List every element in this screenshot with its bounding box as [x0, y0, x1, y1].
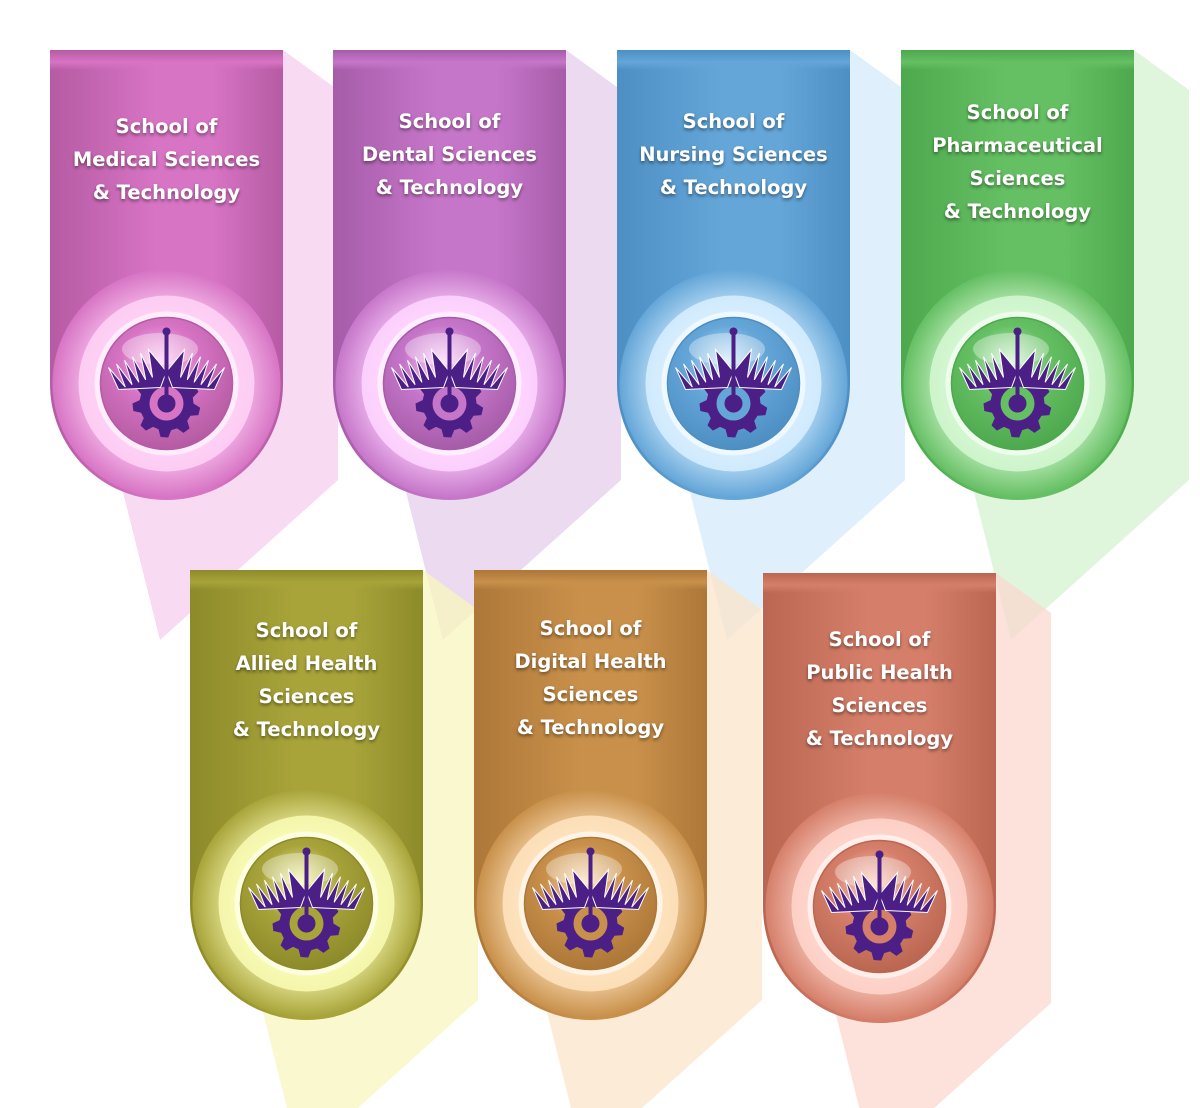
school-title: School of Allied Health Sciences & Techn…: [194, 614, 419, 746]
caduceus-gear-digital-icon: [474, 787, 707, 1020]
title-line: Sciences: [258, 685, 355, 708]
title-line: School of: [398, 110, 501, 133]
title-line: School of: [828, 628, 931, 651]
title-line: Public Health: [806, 661, 953, 684]
caduceus-gear-tooth-icon: [333, 267, 566, 500]
school-card-medical[interactable]: School of Medical Sciences & Technology: [50, 50, 283, 500]
ribbon-fold: [333, 50, 566, 70]
caduceus-gear-meditation-icon: [763, 790, 996, 1023]
title-line: & Technology: [943, 200, 1092, 223]
title-line: Digital Health: [514, 650, 667, 673]
title-line: & Technology: [659, 176, 808, 199]
title-line: & Technology: [92, 181, 241, 204]
school-card-allied-health[interactable]: School of Allied Health Sciences & Techn…: [190, 570, 423, 1020]
title-line: Nursing Sciences: [639, 143, 828, 166]
ribbon-fold: [190, 570, 423, 590]
ribbon-fold: [901, 50, 1134, 70]
title-line: School of: [682, 110, 785, 133]
title-line: Medical Sciences: [72, 148, 261, 171]
title-line: Sciences: [969, 167, 1066, 190]
school-title: School of Dental Sciences & Technology: [337, 105, 562, 204]
school-card-pharmaceutical[interactable]: School of Pharmaceutical Sciences & Tech…: [901, 50, 1134, 500]
school-card-dental[interactable]: School of Dental Sciences & Technology: [333, 50, 566, 500]
ribbon-fold: [763, 573, 996, 593]
title-line: School of: [966, 101, 1069, 124]
school-title: School of Digital Health Sciences & Tech…: [478, 612, 703, 744]
title-line: Sciences: [831, 694, 928, 717]
ribbon-fold: [50, 50, 283, 70]
title-line: & Technology: [375, 176, 524, 199]
title-line: School of: [255, 619, 358, 642]
caduceus-gear-pestle-icon: [901, 267, 1134, 500]
school-card-public-health[interactable]: School of Public Health Sciences & Techn…: [763, 573, 996, 1023]
ribbon-fold: [617, 50, 850, 70]
title-line: & Technology: [516, 716, 665, 739]
school-card-digital-health[interactable]: School of Digital Health Sciences & Tech…: [474, 570, 707, 1020]
caduceus-gear-allied-icon: [190, 787, 423, 1020]
caduceus-gear-medical-icon: [50, 267, 283, 500]
title-line: School of: [539, 617, 642, 640]
school-title: School of Nursing Sciences & Technology: [621, 105, 846, 204]
school-title: School of Pharmaceutical Sciences & Tech…: [905, 96, 1130, 228]
ribbon-fold: [474, 570, 707, 590]
title-line: School of: [115, 115, 218, 138]
title-line: Allied Health: [235, 652, 378, 675]
title-line: Sciences: [542, 683, 639, 706]
school-card-nursing[interactable]: School of Nursing Sciences & Technology: [617, 50, 850, 500]
caduceus-gear-nurse-icon: [617, 267, 850, 500]
school-title: School of Medical Sciences & Technology: [54, 110, 279, 209]
school-title: School of Public Health Sciences & Techn…: [767, 623, 992, 755]
title-line: Dental Sciences: [361, 143, 538, 166]
title-line: & Technology: [805, 727, 954, 750]
title-line: Pharmaceutical: [932, 134, 1103, 157]
title-line: & Technology: [232, 718, 381, 741]
